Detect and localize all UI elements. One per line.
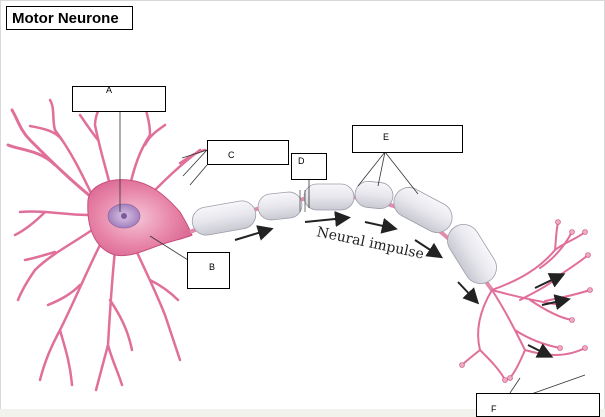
leader-lines bbox=[119, 112, 586, 399]
neural-impulse-label: Neural impulse bbox=[315, 224, 425, 262]
bottom-strip bbox=[0, 409, 605, 417]
label-a-text: A bbox=[106, 85, 113, 95]
nucleolus bbox=[121, 213, 127, 219]
label-box-f[interactable]: F bbox=[476, 393, 600, 417]
label-d-text: D bbox=[298, 156, 305, 166]
label-e-text: E bbox=[383, 132, 390, 142]
label-box-e[interactable]: E bbox=[352, 125, 463, 153]
label-box-a[interactable]: A bbox=[72, 85, 166, 112]
label-f-text: F bbox=[491, 404, 497, 414]
label-box-b[interactable]: B bbox=[187, 252, 230, 289]
myelin-sheath bbox=[191, 180, 497, 284]
diagram-title: Motor Neurone bbox=[6, 6, 133, 30]
label-c-text: C bbox=[228, 150, 235, 160]
label-box-c[interactable]: C bbox=[207, 140, 289, 165]
terminal-buttons bbox=[459, 219, 593, 383]
impulse-arrows bbox=[234, 211, 571, 358]
label-b-text: B bbox=[209, 262, 216, 272]
node-of-ranvier bbox=[299, 190, 306, 212]
label-box-d[interactable]: D bbox=[291, 153, 327, 180]
